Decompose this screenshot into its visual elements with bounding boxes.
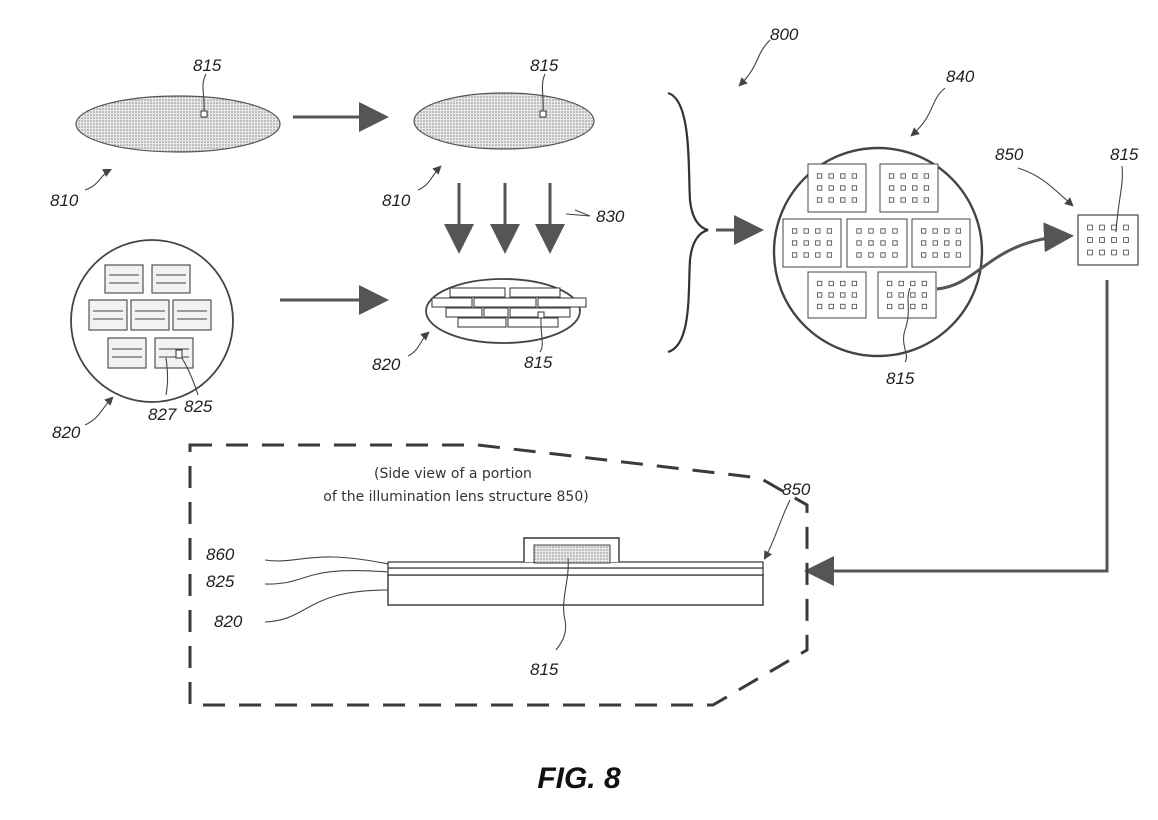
- detail-cell: [1099, 249, 1105, 256]
- leader-825-side: [264, 569, 389, 585]
- leader-850-top: [1017, 167, 1074, 207]
- detail-cell: [1123, 224, 1129, 231]
- label-810-mid: 810: [382, 191, 411, 210]
- leader-850-side: [763, 499, 791, 560]
- leader-815-detail: [1115, 165, 1123, 233]
- label-850-top: 850: [995, 145, 1024, 164]
- side-view-note-line1: (Side view of a portion: [374, 466, 532, 482]
- lens-wafer-820-left: [70, 239, 234, 403]
- label-827: 827: [148, 405, 177, 424]
- exposure-arrows: [444, 183, 565, 254]
- lens-wafer-820-mid: [425, 278, 587, 353]
- leader-810-left: [84, 169, 112, 191]
- detail-cell: [1087, 224, 1093, 231]
- label-860: 860: [206, 545, 235, 564]
- die: [807, 271, 867, 319]
- die: [911, 218, 971, 268]
- detail-cell: [1111, 249, 1117, 256]
- label-815-stack: 815: [524, 353, 553, 372]
- label-830: 830: [596, 207, 625, 226]
- wafer-840: [772, 146, 984, 358]
- die: [879, 163, 939, 213]
- layer-825-side: [387, 567, 764, 576]
- wafer-810-left: [75, 73, 281, 153]
- die: [846, 218, 908, 268]
- side-view-boundary: [188, 443, 809, 707]
- label-815-detail: 815: [1110, 145, 1139, 164]
- arrow-to-sideview: [804, 280, 1109, 586]
- detail-cell: [1111, 237, 1117, 243]
- label-800: 800: [770, 25, 799, 44]
- detail-cell: [1099, 237, 1105, 243]
- leader-815-840: [903, 287, 911, 363]
- label-825-side: 825: [206, 572, 235, 591]
- lens-structure-850-detail: [1077, 214, 1139, 266]
- label-820-left: 820: [52, 423, 81, 442]
- leader-810-mid: [417, 165, 442, 191]
- leader-815-side: [555, 557, 569, 651]
- figure-caption: FIG. 8: [537, 762, 621, 795]
- label-815-840: 815: [886, 369, 915, 388]
- component-815-side: [533, 544, 611, 564]
- layer-820-side: [387, 574, 764, 606]
- label-840: 840: [946, 67, 975, 86]
- label-820-mid: 820: [372, 355, 401, 374]
- label-850-side: 850: [782, 480, 811, 499]
- label-825: 825: [184, 397, 213, 416]
- label-815-top-mid: 815: [530, 56, 559, 75]
- side-view-structure: [387, 537, 764, 606]
- detail-cell: [1099, 224, 1105, 231]
- leader-820-side: [264, 589, 389, 623]
- leader-820-left: [84, 396, 114, 426]
- brace: [667, 91, 709, 354]
- leader-840: [910, 87, 946, 137]
- label-815-side: 815: [530, 660, 559, 679]
- detail-cell: [1123, 237, 1129, 243]
- label-810-left: 810: [50, 191, 79, 210]
- leader-830: [565, 209, 591, 217]
- side-view-note-line2: of the illumination lens structure 850): [323, 489, 588, 505]
- detail-cell: [1087, 237, 1093, 243]
- label-815-top-left: 815: [193, 56, 222, 75]
- label-820-side: 820: [214, 612, 243, 631]
- leader-860: [264, 556, 389, 565]
- leader-800: [738, 39, 771, 87]
- detail-cell: [1123, 249, 1129, 256]
- leader-820-mid: [407, 331, 430, 357]
- die: [877, 271, 937, 319]
- arrow-to-850: [936, 222, 1074, 291]
- detail-cell: [1087, 249, 1093, 256]
- die: [782, 218, 842, 268]
- wafer-810-mid: [413, 73, 595, 150]
- die: [807, 163, 867, 213]
